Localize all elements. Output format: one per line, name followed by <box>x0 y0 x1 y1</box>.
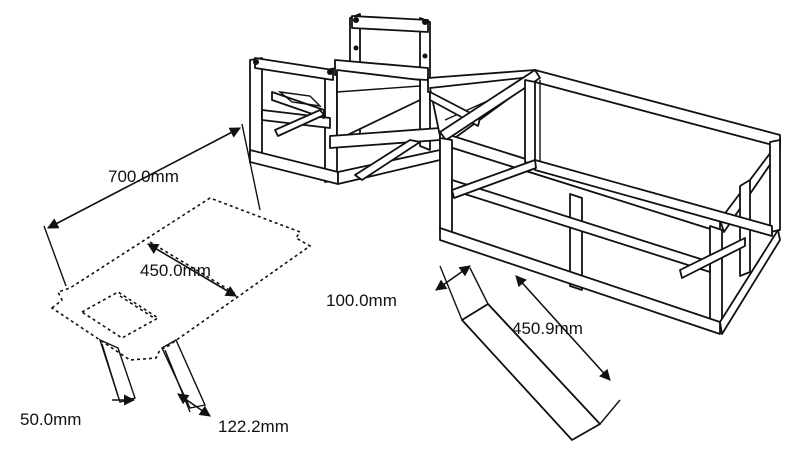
dim-board-length: 450.9mm <box>512 319 583 338</box>
dim-sheet-length: 700.0mm <box>108 167 179 186</box>
tower-frame <box>249 13 441 185</box>
dimension-lines <box>43 123 621 425</box>
dim-board-width: 100.0mm <box>326 291 397 310</box>
sheet-part <box>50 197 312 409</box>
dim-tab-depth: 50.0mm <box>20 410 81 429</box>
dim-sheet-width: 450.0mm <box>140 261 211 280</box>
tunnel-frame <box>439 69 781 335</box>
dim-tab-width: 122.2mm <box>218 417 289 436</box>
